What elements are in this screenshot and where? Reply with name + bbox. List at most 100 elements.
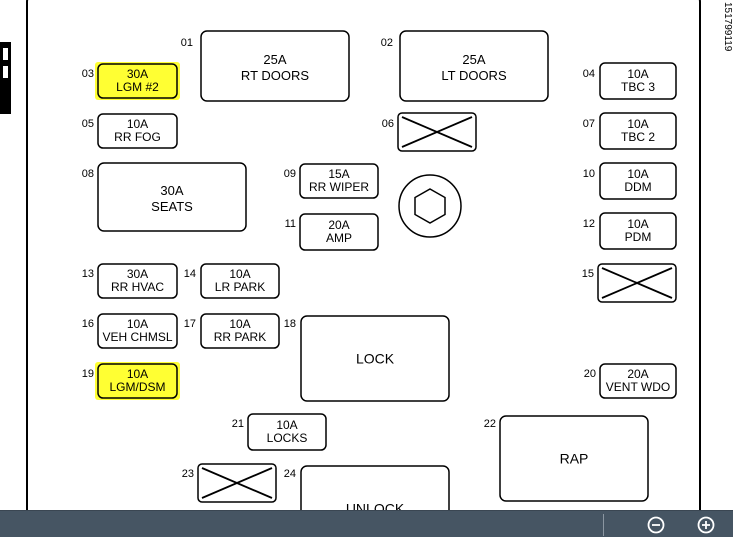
fuse-02-label: LT DOORS — [441, 68, 507, 83]
fuse-01-number: 01 — [181, 37, 193, 49]
fuse-09-label: RR WIPER — [309, 180, 369, 194]
fuse-19-label: LGM/DSM — [109, 380, 165, 394]
viewer-toolbar — [0, 510, 733, 537]
fuse-22-label: RAP — [560, 451, 589, 467]
zoom-in-button[interactable] — [695, 514, 717, 536]
fuse-04-amp: 10A — [627, 67, 648, 81]
fuse-13-box — [97, 263, 178, 299]
fuse-12-box — [599, 212, 677, 250]
fuse-02-amp: 25A — [462, 52, 485, 67]
fuse-07-box — [599, 112, 677, 150]
fuse-04-number: 04 — [583, 68, 595, 80]
fuse-01-box — [200, 30, 350, 102]
fuse-05-amp: 10A — [127, 117, 148, 131]
fuse-11-number: 11 — [285, 218, 296, 230]
document-id: 151799119 — [722, 2, 733, 52]
fuse-08-label: SEATS — [151, 199, 193, 214]
fuse-04-label: TBC 3 — [621, 80, 655, 94]
fuse-16-amp: 10A — [127, 317, 148, 331]
fuse-19-highlight — [95, 362, 180, 400]
fuse-06-empty-x — [401, 116, 473, 148]
fuse-02-number: 02 — [381, 37, 393, 49]
toolbar-separator — [603, 514, 604, 536]
fuse-21-amp: 10A — [276, 418, 297, 432]
fuse-16-number: 16 — [82, 318, 94, 330]
fuse-18-label: LOCK — [356, 351, 395, 367]
fuse-08-number: 08 — [82, 168, 94, 180]
fuse-05-box — [97, 113, 178, 149]
fuse-20-box — [599, 363, 677, 399]
fuse-17-number: 17 — [184, 318, 196, 330]
fuse-24-box — [300, 465, 450, 510]
fuse-08-box — [97, 162, 247, 232]
connector-slot — [3, 66, 8, 78]
fuse-10-number: 10 — [583, 168, 595, 180]
fuse-10-amp: 10A — [627, 167, 648, 181]
fuse-14-box — [200, 263, 280, 299]
fuse-07-label: TBC 2 — [621, 130, 655, 144]
fuse-10-box — [599, 162, 677, 200]
fuse-12-number: 12 — [583, 218, 595, 230]
fuse-01-label: RT DOORS — [241, 68, 309, 83]
fuse-04-box — [599, 62, 677, 100]
fuse-15-empty-x — [601, 267, 673, 299]
zoom-out-icon — [647, 516, 665, 534]
fuse-08-amp: 30A — [160, 183, 183, 198]
fuse-panel-outline — [26, 0, 701, 510]
bolt-hex-icon — [414, 188, 446, 224]
fuse-10-label: DDM — [624, 180, 651, 194]
fuse-11-label: AMP — [326, 231, 352, 245]
fuse-06-number: 06 — [382, 118, 394, 130]
fuse-12-label: PDM — [625, 230, 652, 244]
fuse-09-box — [299, 163, 379, 199]
zoom-out-button[interactable] — [645, 514, 667, 536]
fuse-18-box — [300, 315, 450, 402]
fuse-17-box — [200, 313, 280, 349]
fuse-23-number: 23 — [182, 468, 194, 480]
fuse-12-amp: 10A — [627, 217, 648, 231]
fuse-05-label: RR FOG — [114, 130, 161, 144]
fuse-19-number: 19 — [82, 368, 94, 380]
fuse-07-amp: 10A — [627, 117, 648, 131]
fuse-20-number: 20 — [584, 368, 596, 380]
fuse-09-number: 09 — [284, 168, 296, 180]
fuse-19-amp: 10A — [127, 367, 148, 381]
fuse-09-amp: 15A — [328, 167, 349, 181]
fuse-16-label: VEH CHMSL — [102, 330, 172, 344]
fuse-23-empty-x — [201, 467, 273, 499]
fuse-21-label: LOCKS — [267, 431, 308, 445]
fuse-18-number: 18 — [284, 318, 296, 330]
fuse-02-box — [399, 30, 549, 102]
fuse-22-number: 22 — [484, 418, 496, 430]
fuse-03-amp: 30A — [127, 67, 148, 81]
fuse-14-amp: 10A — [229, 267, 250, 281]
fuse-01-amp: 25A — [263, 52, 286, 67]
zoom-in-icon — [697, 516, 715, 534]
fuse-14-number: 14 — [184, 268, 196, 280]
fuse-11-amp: 20A — [328, 218, 349, 232]
fuse-22-box — [499, 415, 649, 502]
fuse-17-amp: 10A — [229, 317, 250, 331]
fuse-03-highlight — [95, 62, 180, 100]
fuse-11-box — [299, 213, 379, 251]
fuse-21-box — [247, 413, 327, 451]
fuse-13-label: RR HVAC — [111, 280, 164, 294]
fuse-03-label: LGM #2 — [116, 80, 159, 94]
connector-slot — [3, 48, 8, 60]
fuse-24-number: 24 — [284, 468, 296, 480]
fuse-03-box — [97, 63, 178, 99]
fuse-13-amp: 30A — [127, 267, 148, 281]
fuse-03-number: 03 — [82, 68, 94, 80]
fuse-14-label: LR PARK — [215, 280, 265, 294]
fuse-20-amp: 20A — [627, 367, 648, 381]
fuse-13-number: 13 — [82, 268, 94, 280]
fuse-19-box — [97, 363, 178, 399]
fuse-20-label: VENT WDO — [606, 380, 670, 394]
fuse-07-number: 07 — [583, 118, 595, 130]
fuse-16-box — [97, 313, 178, 349]
fuse-24-label: UNLOCK — [346, 501, 405, 511]
fuse-17-label: RR PARK — [214, 330, 266, 344]
mounting-bolt — [398, 174, 462, 238]
